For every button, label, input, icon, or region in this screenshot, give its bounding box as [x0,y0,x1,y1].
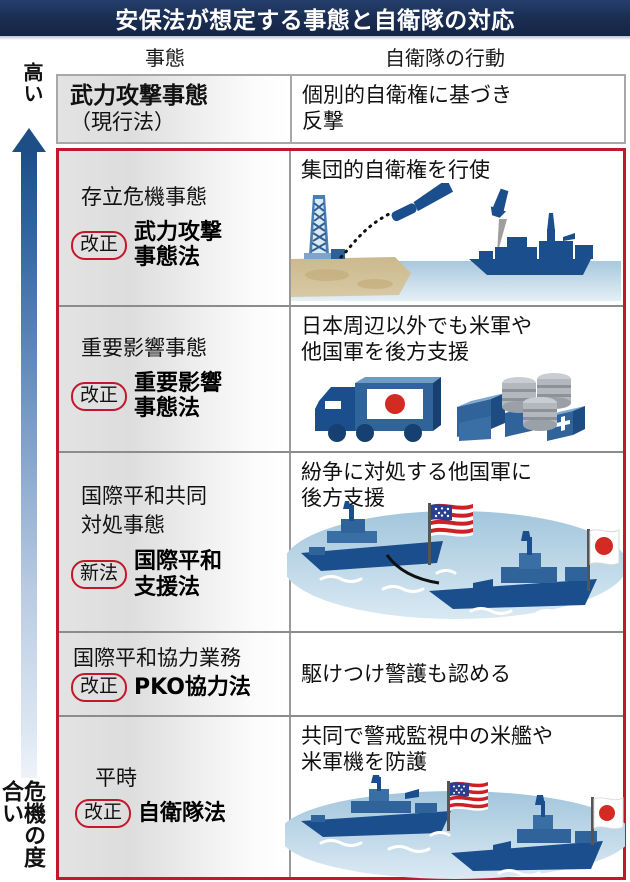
row-situation-cell: 重要影響事態 改正 重要影響 事態法 [59,307,291,451]
table-row: 武力攻撃事態 （現行法） 個別的自衛権に基づき 反撃 [56,74,626,144]
table-row: 存立危機事態 改正 武力攻撃 事態法 集団的自衛権を行使 [59,151,623,305]
law-name: 重要影響 事態法 [134,371,223,422]
action-line: 紛争に対処する他国軍に [301,460,532,484]
axis-bottom-label: 危機の度合い [0,780,45,868]
action-line: 駆けつけ警護も認める [301,661,511,686]
row-action-cell: 共同で警戒監視中の米艦や 米軍機を防護 [285,717,625,879]
row-situation-cell: 国際平和共同 対処事態 新法 国際平和 支援法 [59,453,291,631]
missile-launch-illustration [291,183,621,301]
action-line: 後方支援 [301,486,385,511]
amendment-badge: 改正 [75,798,132,828]
arrow-head-icon [12,128,46,152]
action-line: 共同で警戒監視中の米艦や [301,724,553,748]
row-divider [59,305,623,307]
row-action-cell: 紛争に対処する他国軍に 後方支援 [287,453,623,631]
law-line: 改正 武力攻撃 事態法 [71,220,289,271]
law-line: 新法 国際平和 支援法 [71,549,289,600]
header-title-bar: 安保法が想定する事態と自衛隊の対応 [0,0,630,40]
row-action-cell: 集団的自衛権を行使 [291,151,623,305]
row-action-cell: 個別的自衛権に基づき 反撃 [292,76,624,142]
situation-name: 存立危機事態 [81,185,207,210]
row-situation-cell: 存立危機事態 改正 武力攻撃 事態法 [59,151,291,305]
law-line: 改正 PKO協力法 [71,672,289,702]
action-line: 反撃 [302,109,344,134]
joint-patrol-illustration [285,775,625,879]
law-line: 改正 重要影響 事態法 [71,371,289,422]
action-line: 米軍機を防護 [301,750,427,775]
amendment-badge: 改正 [71,230,128,260]
law-name: 国際平和 支援法 [134,549,223,600]
row-situation-cell: 武力攻撃事態 （現行法） [58,76,292,142]
severity-axis: 高い 危機の度合い [0,62,56,880]
severity-arrow-icon [12,128,46,778]
law-name: PKO協力法 [134,674,251,700]
column-headers: 事態 自衛隊の行動 [0,42,630,72]
action-line: 個別的自衛権に基づき [302,83,512,107]
new-legislation-group: 存立危機事態 改正 武力攻撃 事態法 集団的自衛権を行使 [56,148,626,880]
row-action-cell: 日本周辺以外でも米軍や 他国軍を後方支援 [291,307,623,451]
situation-name: 国際平和協力業務 [73,646,241,671]
situation-name-2: 対処事態 [81,512,165,537]
table-row: 重要影響事態 改正 重要影響 事態法 日本周辺以外でも米軍や 他国軍を後方支援 [59,307,623,451]
law-name: 武力攻撃 事態法 [134,220,223,271]
situations-table: 武力攻撃事態 （現行法） 個別的自衛権に基づき 反撃 存立危機事態 改正 [56,74,626,880]
situation-name: 重要影響事態 [81,336,207,361]
situation-subnote: （現行法） [70,110,175,135]
row-divider [59,715,623,717]
new-law-badge: 新法 [71,560,128,590]
row-divider [59,451,623,453]
logistics-support-illustration [315,373,585,442]
row-situation-cell: 平時 改正 自衛隊法 [59,717,291,877]
action-line: 日本周辺以外でも米軍や [301,314,532,338]
row-divider [59,631,623,633]
amendment-badge: 改正 [71,672,128,702]
row-situation-cell: 国際平和協力業務 改正 PKO協力法 [59,633,291,715]
situation-name: 武力攻撃事態 [70,83,208,110]
situation-name: 平時 [95,766,137,791]
column-header-action: 自衛隊の行動 [385,46,505,70]
law-name: 自衛隊法 [138,800,227,826]
action-line: 他国軍を後方支援 [301,340,469,365]
row-action-cell: 駆けつけ警護も認める [291,633,623,715]
table-row: 国際平和共同 対処事態 新法 国際平和 支援法 紛争に対処する他国軍に 後方支援 [59,453,623,631]
table-row: 国際平和協力業務 改正 PKO協力法 駆けつけ警護も認める [59,633,623,715]
arrow-shaft-icon [21,151,37,778]
amendment-badge: 改正 [71,381,128,411]
table-row: 平時 改正 自衛隊法 共同で警戒監視中の米艦や 米軍機を防護 [59,717,625,879]
column-header-situation: 事態 [145,46,185,70]
axis-top-label: 高い [20,62,44,104]
action-line: 集団的自衛権を行使 [301,158,490,182]
situation-name: 国際平和共同 [81,483,207,508]
page-title: 安保法が想定する事態と自衛隊の対応 [115,8,515,34]
law-line: 改正 自衛隊法 [75,798,289,828]
